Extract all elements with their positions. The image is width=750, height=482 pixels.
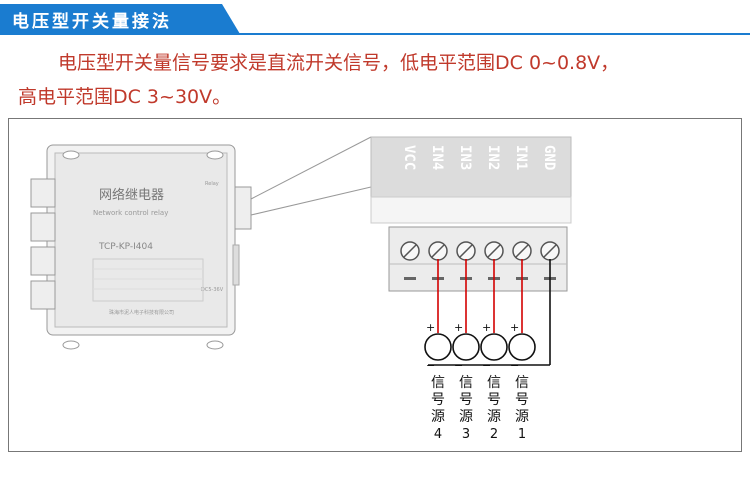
signal-source-4-char: 信 xyxy=(431,375,445,391)
signal-source-4-number: 4 xyxy=(434,427,442,442)
terminal-label-vcc: VCC xyxy=(401,145,417,170)
signal-source-2-char: 源 xyxy=(487,409,501,425)
device-relay-label: Relay xyxy=(205,181,219,187)
signal-source-3-symbol xyxy=(452,333,480,361)
signal-source-3-number: 3 xyxy=(462,427,470,442)
device-company: 珠海市泥人电子科技有限公司 xyxy=(109,309,174,316)
signal-source-1-symbol xyxy=(508,333,536,361)
signal-source-4-plus: + xyxy=(426,321,435,334)
signal-source-1-plus: + xyxy=(510,321,519,334)
wiring-diagram-frame: 网络继电器 Network control relay TCP-KP-I404 … xyxy=(8,118,742,452)
device-power-label: DC5-36V xyxy=(201,287,224,293)
device-name-cn: 网络继电器 xyxy=(99,187,164,203)
relay-terminal-block-3 xyxy=(30,246,56,276)
signal-source-1-char: 信 xyxy=(515,375,529,391)
description-line-1: 电压型开关量信号要求是直流开关信号，低电平范围DC 0~0.8V， xyxy=(58,52,620,74)
banner-tab xyxy=(0,4,240,34)
callout-line-bottom xyxy=(250,186,372,216)
signal-source-1-minus: − xyxy=(510,359,519,372)
signal-source-3-plus: + xyxy=(454,321,463,334)
callout-line-top xyxy=(250,136,372,200)
terminal-label-in4: IN4 xyxy=(429,145,445,170)
terminal-label-in3: IN3 xyxy=(457,145,473,170)
section-title: 电压型开关量接法 xyxy=(12,12,172,32)
signal-source-4-char: 号 xyxy=(431,392,445,408)
signal-source-3-char: 源 xyxy=(459,409,473,425)
signal-source-3-char: 信 xyxy=(459,375,473,391)
signal-source-2-number: 2 xyxy=(490,427,498,442)
terminal-label-in2: IN2 xyxy=(485,145,501,170)
signal-source-4-char: 源 xyxy=(431,409,445,425)
device-spec-table xyxy=(92,258,204,302)
wiring-diagram: 网络继电器 Network control relay TCP-KP-I404 … xyxy=(30,136,572,442)
terminal-label-gnd: GND xyxy=(541,145,557,170)
relay-terminal-block-1 xyxy=(30,178,56,208)
signal-source-2-symbol xyxy=(480,333,508,361)
section-banner: 电压型开关量接法 xyxy=(0,0,750,40)
signal-source-2-char: 信 xyxy=(487,375,501,391)
signal-source-2-minus: − xyxy=(482,359,491,372)
terminal-label-in1: IN1 xyxy=(513,145,529,170)
signal-source-3-char: 号 xyxy=(459,392,473,408)
terminal-block xyxy=(388,226,568,292)
signal-source-4-symbol xyxy=(424,333,452,361)
description-line-2: 高电平范围DC 3~30V。 xyxy=(18,86,232,108)
signal-source-1-char: 号 xyxy=(515,392,529,408)
relay-terminal-block-2 xyxy=(30,212,56,242)
signal-source-4-minus: − xyxy=(426,359,435,372)
signal-source-1-number: 1 xyxy=(518,427,526,442)
terminal-mark-vcc xyxy=(404,277,416,280)
device-name-en: Network control relay xyxy=(93,209,168,217)
device-panel xyxy=(54,152,228,328)
signal-source-2-char: 号 xyxy=(487,392,501,408)
banner-underline xyxy=(0,33,750,35)
device-model: TCP-KP-I404 xyxy=(98,242,153,252)
input-terminal-block xyxy=(234,186,252,230)
signal-source-2-plus: + xyxy=(482,321,491,334)
relay-terminal-block-4 xyxy=(30,280,56,310)
signal-source-1-char: 源 xyxy=(515,409,529,425)
terminal-label-plate-lip xyxy=(370,196,572,224)
power-jack xyxy=(232,244,240,286)
signal-source-3-minus: − xyxy=(454,359,463,372)
